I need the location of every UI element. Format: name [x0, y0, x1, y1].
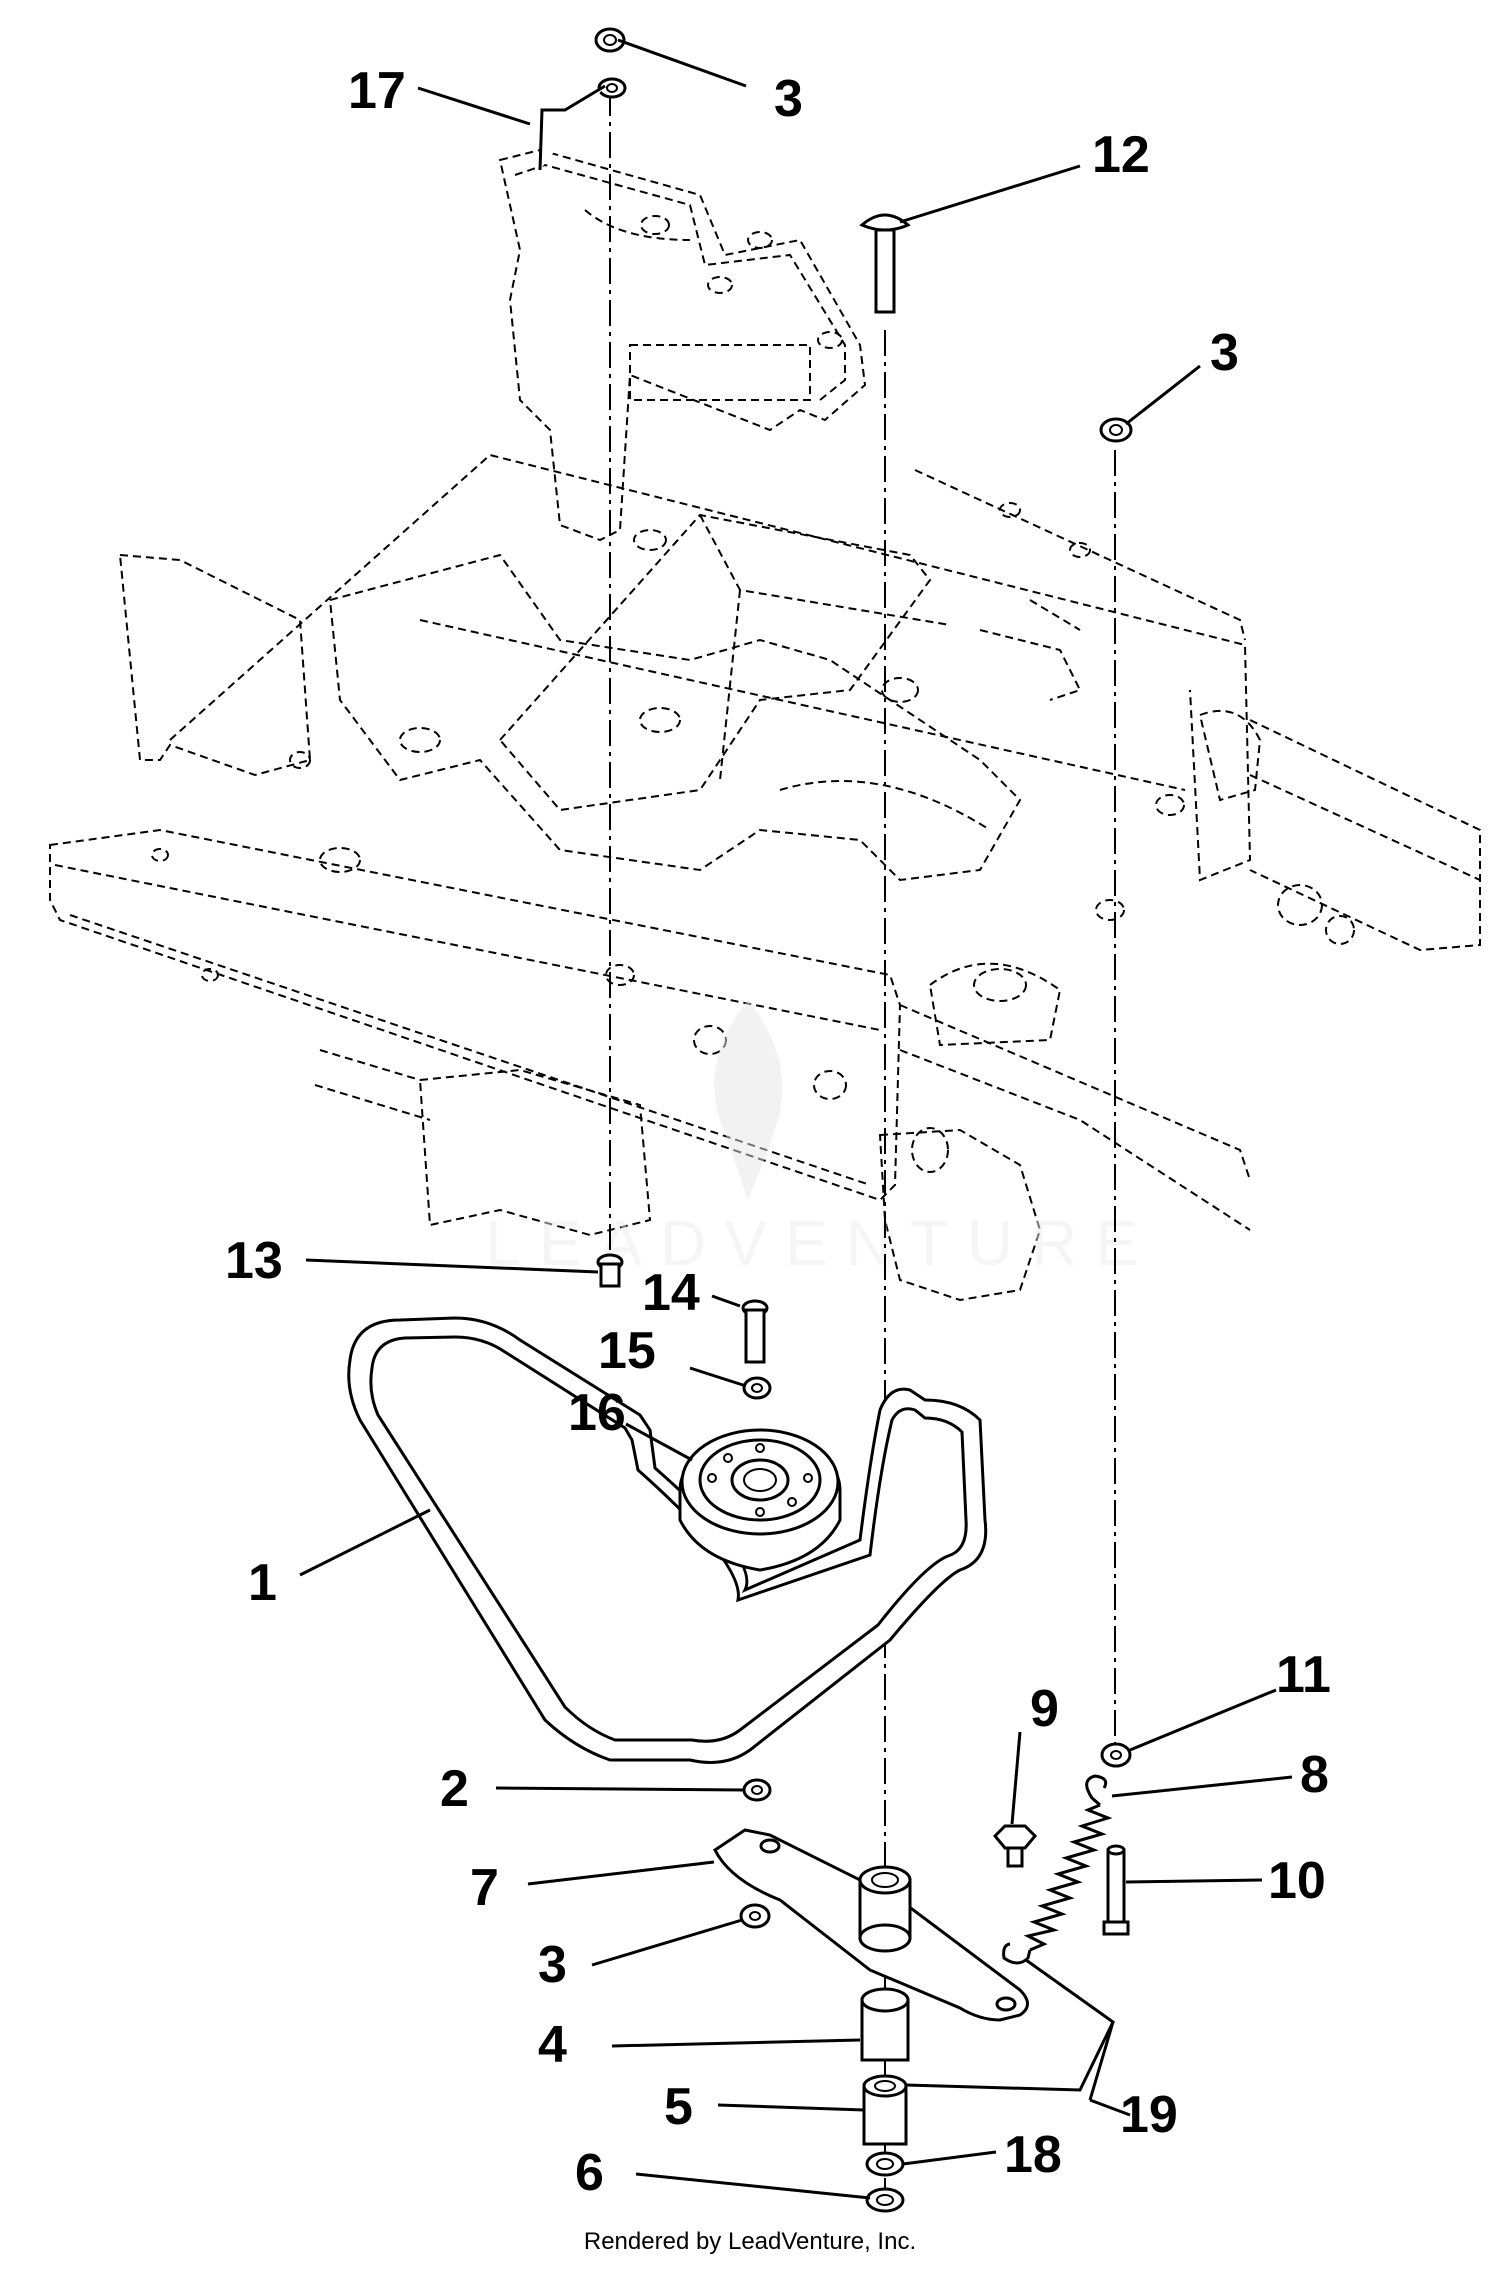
callout-10: 10: [1268, 1852, 1326, 1910]
callout-13: 13: [225, 1232, 283, 1290]
bolt-10: [1102, 1844, 1130, 1936]
nut-11: [1100, 1742, 1132, 1768]
washer-2: [742, 1778, 772, 1802]
callout-6: 6: [575, 2144, 604, 2202]
rod-17: [538, 84, 606, 171]
callout-2: 2: [440, 1760, 469, 1818]
callout-7: 7: [470, 1859, 499, 1917]
callout-11: 11: [1276, 1646, 1331, 1704]
callout-9: 9: [1030, 1680, 1059, 1738]
callout-1: 1: [248, 1554, 277, 1612]
callout-labels: 17 3 12 3 13 14 15 16 1 9 11 2 8 7 10 3 …: [225, 62, 1331, 2202]
callout-15: 15: [598, 1322, 656, 1380]
watermark: LEADVENTURE: [485, 1000, 1156, 1279]
washer-18: [865, 2151, 905, 2177]
callout-17: 17: [348, 62, 406, 120]
bolt-9: [992, 1824, 1038, 1868]
callout-18: 18: [1004, 2126, 1062, 2184]
pulley-16: [678, 1428, 842, 1572]
idler-arm-7: [713, 1828, 1029, 2022]
callout-3-top: 3: [774, 70, 803, 128]
footer-credit: Rendered by LeadVenture, Inc.: [583, 2228, 917, 2255]
nut-top-left: [594, 27, 626, 53]
watermark-text: LEADVENTURE: [485, 1207, 1156, 1279]
callout-14: 14: [642, 1264, 700, 1322]
callout-19: 19: [1120, 2086, 1178, 2144]
callout-5: 5: [664, 2078, 693, 2136]
leader-lines: [299, 38, 1293, 2200]
pin-12: [859, 213, 911, 314]
mower-frame: [49, 148, 1481, 1302]
callout-8: 8: [1300, 1746, 1329, 1804]
callout-3-lower: 3: [538, 1936, 567, 1994]
washer-6: [865, 2187, 905, 2213]
bushing-4: [860, 1987, 910, 2062]
nut-lower: [739, 1903, 771, 1929]
bushing-5: [862, 2074, 908, 2146]
callout-3-right: 3: [1210, 324, 1239, 382]
spring-8: [1002, 1774, 1113, 1965]
belt-1: [347, 1316, 988, 1764]
callout-16: 16: [568, 1384, 626, 1442]
washer-15: [742, 1376, 772, 1400]
bolt-13: [596, 1253, 624, 1288]
nut-right: [1099, 417, 1133, 443]
bolt-14: [741, 1299, 769, 1364]
callout-12: 12: [1092, 126, 1150, 184]
callout-4: 4: [538, 2016, 567, 2074]
